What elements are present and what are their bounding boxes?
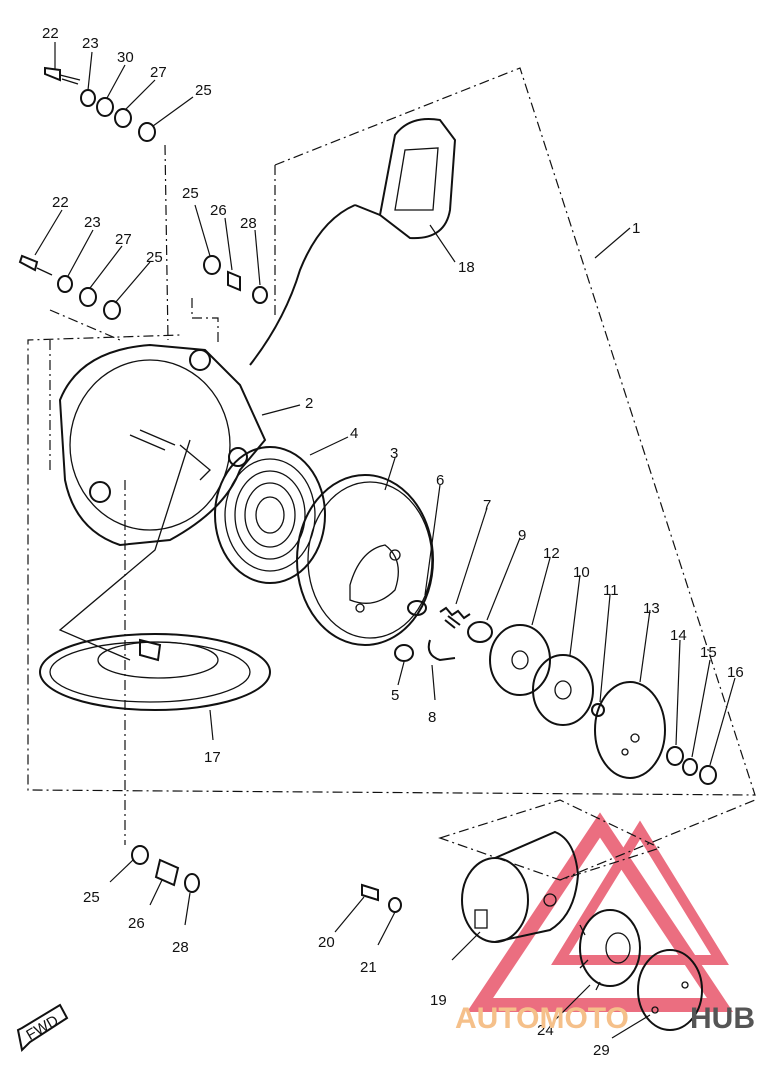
label-16: 16 xyxy=(727,664,744,681)
lower-spacer-group xyxy=(131,845,200,893)
label-27-upper: 27 xyxy=(150,64,167,81)
label-30: 30 xyxy=(117,49,134,66)
part-labels: 22 23 30 27 25 22 23 27 25 25 26 28 18 1… xyxy=(23,25,743,1059)
upper-spacer-group xyxy=(203,255,268,304)
label-24: 24 xyxy=(537,1022,554,1039)
label-14: 14 xyxy=(670,627,687,644)
label-4: 4 xyxy=(350,425,358,442)
label-10: 10 xyxy=(573,564,590,581)
starter-cup xyxy=(461,830,580,943)
label-9: 9 xyxy=(518,527,526,544)
watermark-part2: HUB xyxy=(690,1002,755,1035)
label-26-lower: 26 xyxy=(128,915,145,932)
label-15: 15 xyxy=(700,644,717,661)
leader-lines xyxy=(34,42,736,1039)
label-3: 3 xyxy=(390,445,398,462)
cup-bolt xyxy=(361,883,402,913)
forward-arrow xyxy=(16,1003,69,1053)
watermark-part1: AUTOMOTO xyxy=(455,1002,629,1035)
label-7: 7 xyxy=(483,497,491,514)
label-22-middle: 22 xyxy=(52,194,69,211)
spiral-spring xyxy=(214,446,326,584)
label-23-upper: 23 xyxy=(82,35,99,52)
assembly-outline xyxy=(27,67,756,881)
label-8: 8 xyxy=(428,709,436,726)
fwd-label: FWD xyxy=(23,1012,61,1044)
middle-bolt-stack xyxy=(18,254,121,320)
label-2: 2 xyxy=(305,395,313,412)
label-29: 29 xyxy=(593,1042,610,1059)
upper-bolt-stack xyxy=(44,66,156,142)
label-18: 18 xyxy=(458,259,475,276)
label-26-upper: 26 xyxy=(210,202,227,219)
label-1: 1 xyxy=(632,220,640,237)
plates-and-nuts xyxy=(489,624,717,785)
label-12: 12 xyxy=(543,545,560,562)
label-25-middle: 25 xyxy=(146,249,163,266)
starter-handle xyxy=(249,118,457,366)
label-27-middle: 27 xyxy=(115,231,132,248)
label-20: 20 xyxy=(318,934,335,951)
label-25-top: 25 xyxy=(195,82,212,99)
drive-gear xyxy=(579,909,641,991)
starter-rope xyxy=(39,439,271,711)
label-21: 21 xyxy=(360,959,377,976)
watermark-text: AUTOMOTO HUB xyxy=(455,1002,755,1035)
label-17: 17 xyxy=(204,749,221,766)
label-25-upper-spacer: 25 xyxy=(182,185,199,202)
label-13: 13 xyxy=(643,600,660,617)
label-5: 5 xyxy=(391,687,399,704)
label-23-middle: 23 xyxy=(84,214,101,231)
label-28-lower: 28 xyxy=(172,939,189,956)
label-6: 6 xyxy=(436,472,444,489)
label-11: 11 xyxy=(603,582,619,599)
starter-case xyxy=(58,343,267,547)
label-28-upper: 28 xyxy=(240,215,257,232)
cover-plate xyxy=(637,949,703,1031)
ratchet-parts xyxy=(394,600,493,662)
pulley xyxy=(296,474,434,646)
label-22-upper: 22 xyxy=(42,25,59,42)
watermark-logo xyxy=(466,812,734,1012)
label-19: 19 xyxy=(430,992,447,1009)
label-25-lower: 25 xyxy=(83,889,100,906)
